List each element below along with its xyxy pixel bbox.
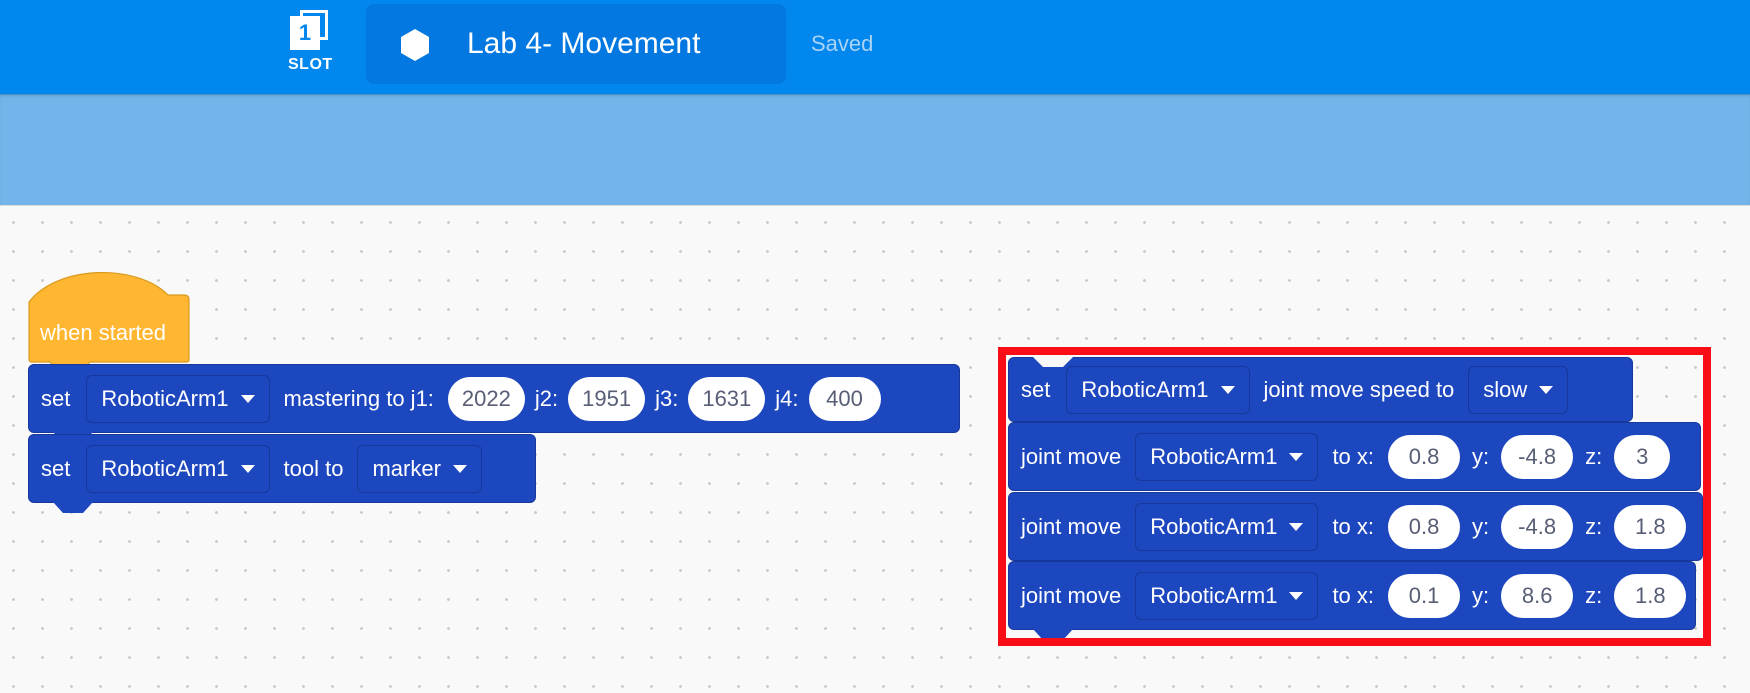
block-verb: joint move bbox=[1021, 513, 1122, 539]
dropdown-caret-icon bbox=[452, 464, 467, 473]
z-input[interactable]: 3 bbox=[1614, 434, 1671, 479]
y-label: y: bbox=[1472, 582, 1490, 608]
tool-label: tool to bbox=[283, 455, 344, 481]
top-bar: 1 SLOT Lab 4- Movement Saved bbox=[0, 0, 1750, 94]
dropdown-caret-icon bbox=[1539, 385, 1554, 394]
y-label: y: bbox=[1472, 443, 1490, 469]
project-title[interactable]: Lab 4- Movement bbox=[467, 27, 701, 60]
dropdown-caret-icon bbox=[1289, 452, 1304, 461]
device-label: RoboticArm1 bbox=[101, 455, 229, 481]
y-input[interactable]: -4.8 bbox=[1501, 434, 1574, 479]
speed-label: joint move speed to bbox=[1263, 376, 1455, 402]
device-label: RoboticArm1 bbox=[1150, 443, 1278, 469]
z-label: z: bbox=[1585, 443, 1603, 469]
y-input[interactable]: -4.8 bbox=[1501, 504, 1574, 549]
slot-label: SLOT bbox=[288, 56, 333, 73]
block-verb: set bbox=[41, 385, 71, 411]
slot-icon: 1 bbox=[288, 10, 332, 54]
dropdown-caret-icon bbox=[1289, 591, 1304, 600]
z-label: z: bbox=[1585, 513, 1603, 539]
device-dropdown[interactable]: RoboticArm1 bbox=[1135, 432, 1319, 481]
block-verb: joint move bbox=[1021, 443, 1122, 469]
j2-input[interactable]: 1951 bbox=[568, 376, 646, 421]
joint-move-block[interactable]: joint move RoboticArm1 to x: 0.8 y: -4.8… bbox=[1008, 422, 1701, 491]
j4-input[interactable]: 400 bbox=[808, 376, 881, 421]
x-input[interactable]: 0.8 bbox=[1388, 504, 1461, 549]
mastering-label: mastering to j1: bbox=[283, 385, 434, 411]
z-input[interactable]: 1.8 bbox=[1614, 573, 1687, 618]
j3-label: j3: bbox=[655, 385, 679, 411]
device-label: RoboticArm1 bbox=[1150, 513, 1278, 539]
joint-move-block[interactable]: joint move RoboticArm1 to x: 0.1 y: 8.6 … bbox=[1008, 561, 1696, 630]
set-speed-block[interactable]: set RoboticArm1 joint move speed to slow bbox=[1008, 357, 1633, 422]
x-input[interactable]: 0.8 bbox=[1388, 434, 1461, 479]
slot-selector[interactable]: 1 SLOT bbox=[288, 10, 332, 80]
set-mastering-block[interactable]: set RoboticArm1 mastering to j1: 2022 j2… bbox=[28, 364, 960, 433]
block-verb: set bbox=[1021, 376, 1051, 402]
tool-dropdown[interactable]: marker bbox=[357, 444, 482, 493]
device-label: RoboticArm1 bbox=[101, 385, 229, 411]
dropdown-caret-icon bbox=[1289, 522, 1304, 531]
z-label: z: bbox=[1585, 582, 1603, 608]
block-verb: joint move bbox=[1021, 582, 1122, 608]
dropdown-caret-icon bbox=[240, 394, 255, 403]
project-title-box[interactable]: Lab 4- Movement bbox=[366, 4, 786, 84]
speed-dropdown[interactable]: slow bbox=[1468, 365, 1569, 414]
hat-label: when started bbox=[40, 320, 166, 345]
hexagon-icon bbox=[401, 29, 429, 61]
z-input[interactable]: 1.8 bbox=[1614, 504, 1687, 549]
slot-number: 1 bbox=[290, 16, 320, 50]
device-dropdown[interactable]: RoboticArm1 bbox=[86, 444, 270, 493]
j3-input[interactable]: 1631 bbox=[688, 376, 766, 421]
speed-value: slow bbox=[1483, 376, 1528, 402]
x-label: to x: bbox=[1332, 443, 1375, 469]
x-label: to x: bbox=[1332, 582, 1375, 608]
j1-input[interactable]: 2022 bbox=[447, 376, 525, 421]
device-dropdown[interactable]: RoboticArm1 bbox=[1066, 365, 1250, 414]
dropdown-caret-icon bbox=[240, 464, 255, 473]
y-input[interactable]: 8.6 bbox=[1501, 573, 1574, 618]
j4-label: j4: bbox=[775, 385, 799, 411]
j2-label: j2: bbox=[534, 385, 559, 411]
joint-move-block[interactable]: joint move RoboticArm1 to x: 0.8 y: -4.8… bbox=[1008, 492, 1703, 561]
x-label: to x: bbox=[1332, 513, 1375, 539]
dropdown-caret-icon bbox=[1220, 385, 1235, 394]
x-input[interactable]: 0.1 bbox=[1388, 573, 1461, 618]
save-status: Saved bbox=[811, 31, 874, 56]
hat-shape bbox=[28, 272, 190, 370]
device-dropdown[interactable]: RoboticArm1 bbox=[1135, 571, 1319, 620]
when-started-block[interactable]: when started bbox=[28, 270, 190, 370]
toolbar-band bbox=[0, 94, 1750, 205]
highlight-annotation-box bbox=[998, 347, 1711, 646]
device-dropdown[interactable]: RoboticArm1 bbox=[1135, 502, 1319, 551]
block-verb: set bbox=[41, 455, 71, 481]
tool-value: marker bbox=[372, 455, 441, 481]
device-label: RoboticArm1 bbox=[1081, 376, 1209, 402]
device-label: RoboticArm1 bbox=[1150, 582, 1278, 608]
y-label: y: bbox=[1472, 513, 1490, 539]
set-tool-block[interactable]: set RoboticArm1 tool to marker bbox=[28, 434, 536, 503]
device-dropdown[interactable]: RoboticArm1 bbox=[86, 374, 270, 423]
